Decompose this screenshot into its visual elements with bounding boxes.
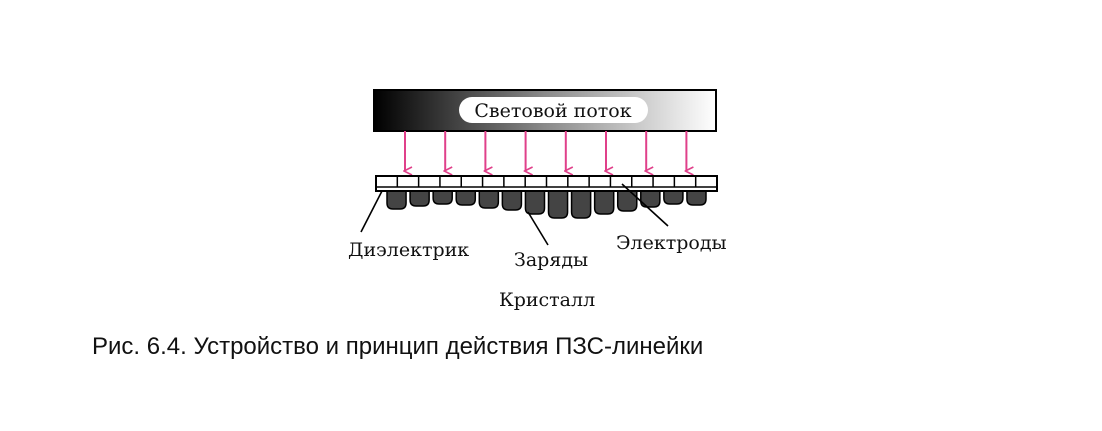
charge-well <box>640 187 661 208</box>
electrodes-pointer <box>621 183 669 227</box>
crystal-label: Кристалл <box>499 289 595 311</box>
charges-pointer <box>527 211 549 246</box>
charge-well <box>593 187 615 215</box>
charge-well <box>455 187 477 206</box>
dielectric-label: Диэлектрик <box>348 239 469 261</box>
electrodes <box>396 176 697 187</box>
charge-well <box>409 187 430 207</box>
dielectric-pointer <box>360 190 383 233</box>
charge-well <box>570 187 592 219</box>
charge-wells <box>386 187 707 219</box>
charge-well <box>547 187 569 219</box>
charge-well <box>524 187 546 215</box>
figure-caption: Рис. 6.4. Устройство и принцип действия … <box>92 333 704 360</box>
charge-well <box>686 187 707 206</box>
light-flux-label-bg <box>459 97 648 123</box>
charge-well <box>478 187 500 209</box>
electrodes-label: Электроды <box>616 232 727 254</box>
charge-well <box>501 187 523 211</box>
charge-well <box>386 187 407 210</box>
light-arrows <box>405 131 686 171</box>
light-flux-label: Световой поток <box>474 100 631 122</box>
charges-label: Заряды <box>514 249 588 271</box>
